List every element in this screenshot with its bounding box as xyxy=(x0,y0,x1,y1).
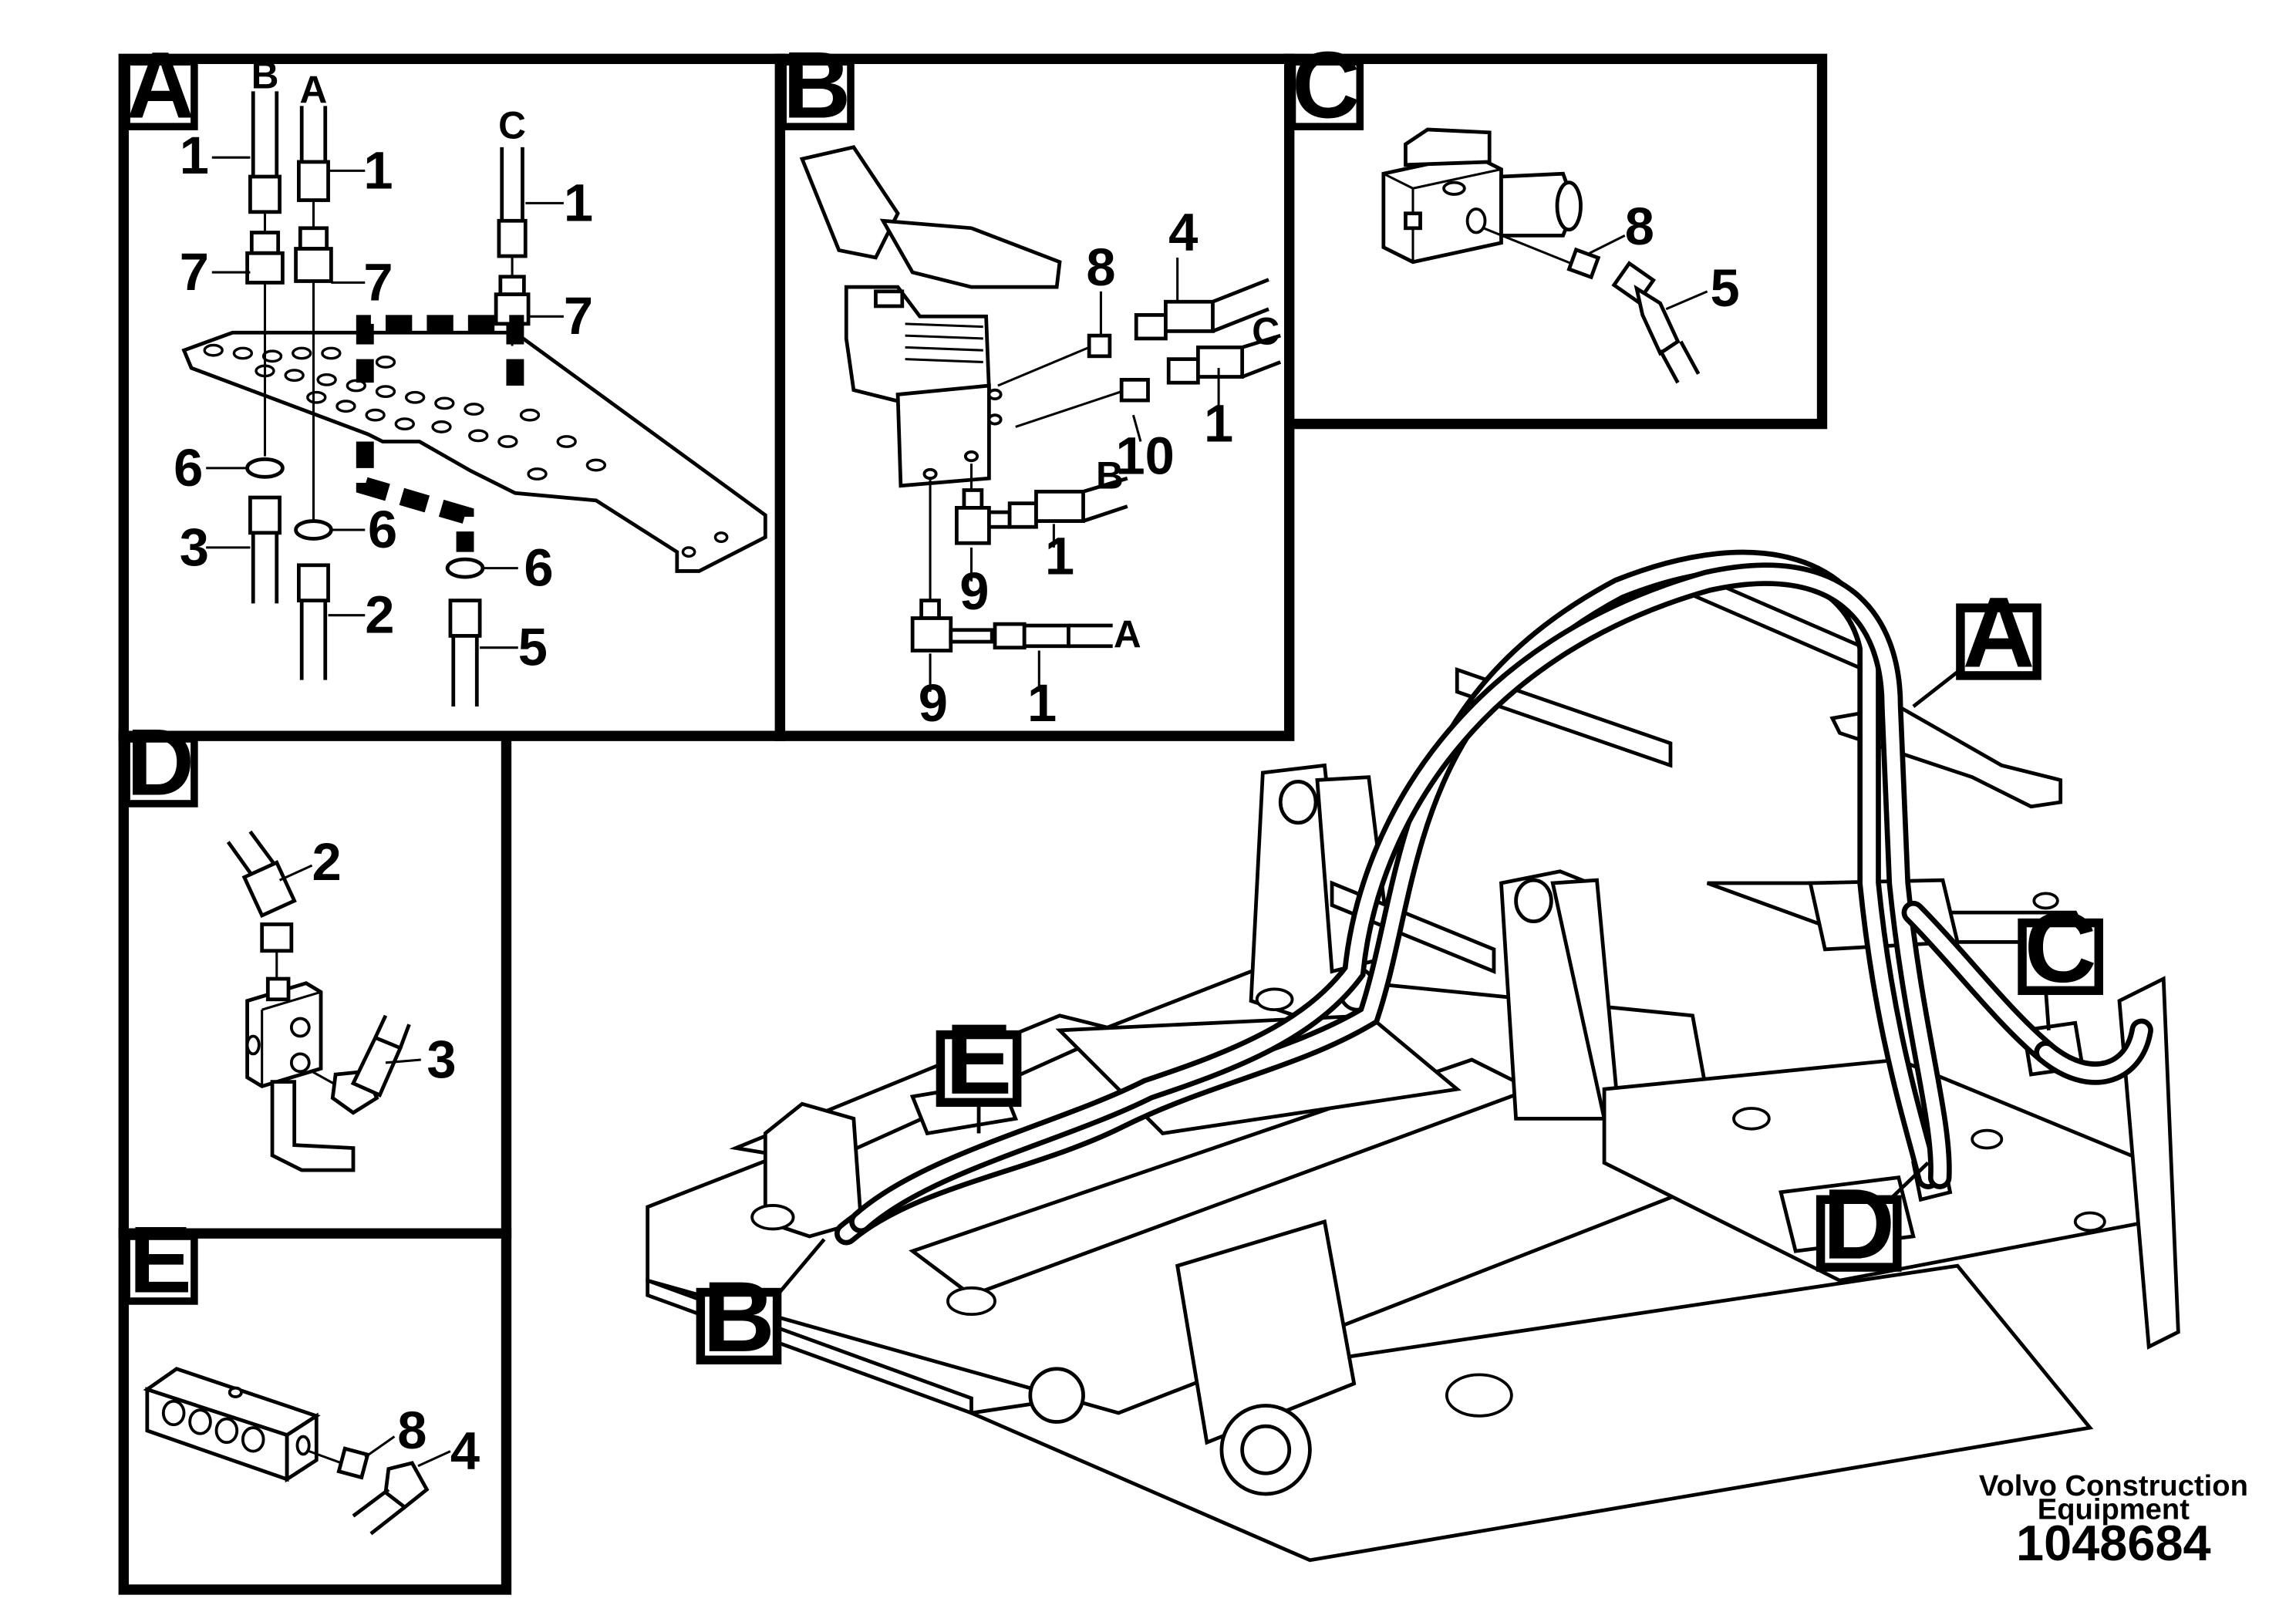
panel-a-num-6a: 6 xyxy=(174,438,203,497)
panel-e-num-4: 4 xyxy=(450,1421,480,1481)
boom-foot xyxy=(1175,1219,1357,1445)
panel-a-num-3: 3 xyxy=(180,518,209,577)
hose-b-upper xyxy=(245,91,285,457)
panel-c-hose-5 xyxy=(1566,247,1701,384)
panel-d-num-2: 2 xyxy=(312,832,342,892)
panel-d-leaders xyxy=(278,864,421,1064)
hose-2-lower xyxy=(294,519,333,680)
right-upright xyxy=(2117,976,2180,1350)
panel-b-num-1b: 1 xyxy=(1045,526,1074,585)
panel-d-hose-2 xyxy=(226,830,297,980)
panel-b: B xyxy=(774,32,1295,741)
pedal-pilot-valve xyxy=(799,145,1062,488)
panel-a-letter-c: C xyxy=(498,103,526,147)
panel-a-num-6c: 6 xyxy=(524,538,553,598)
panel-c-pipe xyxy=(1483,227,1576,266)
panel-b-num-4: 4 xyxy=(1168,202,1198,261)
distribution-block xyxy=(143,1367,321,1483)
panel-a-num-2: 2 xyxy=(365,585,394,645)
callout-a: A xyxy=(1912,577,2041,708)
panel-b-num-8: 8 xyxy=(1086,238,1115,297)
callout-e: E xyxy=(936,1004,1022,1134)
panel-b-num-10: 10 xyxy=(1115,426,1174,485)
hose-a-upper xyxy=(294,106,333,523)
hose-5-lower xyxy=(445,557,485,707)
callout-d: D xyxy=(1816,1161,1930,1280)
panel-a-letter-b: B xyxy=(251,54,279,97)
panel-c-frame xyxy=(1284,53,1828,430)
panel-e: E 8 4 xyxy=(118,1207,512,1595)
panel-b-num-1a: 1 xyxy=(1204,394,1233,454)
panel-d: D 2 3 xyxy=(118,710,512,1239)
panel-c-num-5: 5 xyxy=(1710,258,1739,318)
panel-b-tag: B xyxy=(783,32,851,138)
machine-overview: A B C D E xyxy=(646,549,2180,1563)
overview-frame-holes xyxy=(750,892,2106,1418)
panel-a-tag-box xyxy=(123,58,198,130)
panel-a: A xyxy=(118,32,786,741)
panel-b-hose-c xyxy=(1015,333,1282,428)
panel-b-num-1c: 1 xyxy=(1027,673,1057,733)
pilot-manifold-plate xyxy=(181,330,767,573)
panel-b-leaders xyxy=(929,257,1220,692)
svg-text:D: D xyxy=(1822,1169,1895,1280)
panel-a-num-6b: 6 xyxy=(368,500,397,559)
panel-d-frame xyxy=(118,730,512,1239)
panel-e-num-8: 8 xyxy=(397,1401,426,1460)
panel-d-tag-box xyxy=(123,735,198,808)
svg-text:B: B xyxy=(703,1262,775,1373)
panel-b-letter-c: C xyxy=(1252,310,1279,353)
panel-b-elbow-9-upper xyxy=(955,464,1128,545)
svg-text:C: C xyxy=(2025,892,2097,1003)
panel-d-tag: D xyxy=(126,710,194,815)
panel-d-num-3: 3 xyxy=(426,1030,456,1089)
panel-a-route-upper xyxy=(356,315,524,386)
panel-a-num-1a: 1 xyxy=(180,126,209,185)
panel-a-leaders xyxy=(206,156,564,649)
solenoid-valve xyxy=(1381,127,1583,265)
document-number: 1048684 xyxy=(2016,1515,2211,1571)
brand-line-1: Volvo Construction xyxy=(1979,1469,2248,1502)
brand-line-2: Equipment xyxy=(2038,1492,2190,1526)
panel-e-leaders xyxy=(364,1435,451,1468)
panel-b-letter-a: A xyxy=(1114,613,1141,656)
panel-c-num-8: 8 xyxy=(1625,197,1654,256)
callout-b: B xyxy=(696,1238,826,1373)
panel-c-tag: C xyxy=(1292,32,1360,138)
panel-a-num-1c: 1 xyxy=(564,173,593,232)
panel-e-tag: E xyxy=(129,1207,191,1313)
panel-d-hose-3 xyxy=(311,1014,411,1115)
panel-b-elbow-9-lower xyxy=(910,480,1113,653)
panel-b-letter-b: B xyxy=(1096,454,1124,497)
panel-b-num-9a: 9 xyxy=(959,561,989,621)
svg-text:E: E xyxy=(946,1004,1013,1115)
panel-a-num-5: 5 xyxy=(518,618,548,677)
shuttle-valve-bracket xyxy=(245,976,356,1172)
hose-3-lower xyxy=(245,457,285,604)
panel-a-letter-a: A xyxy=(300,69,328,112)
panel-b-hose-4 xyxy=(997,278,1269,387)
panel-c: C 8 5 xyxy=(1284,32,1828,430)
panel-a-route-lower xyxy=(356,441,474,552)
svg-text:A: A xyxy=(1963,577,2035,688)
panel-b-num-9b: 9 xyxy=(919,673,948,733)
overview-hose-bundle xyxy=(834,549,2153,1246)
panel-a-num-7b: 7 xyxy=(363,252,393,312)
panel-c-tag-box xyxy=(1288,58,1364,130)
panel-a-num-7a: 7 xyxy=(180,242,209,302)
panel-b-tag-box xyxy=(779,58,855,130)
callout-c: C xyxy=(2018,892,2104,1031)
panel-a-num-7c: 7 xyxy=(564,286,593,346)
footer: Volvo Construction Equipment 1048684 xyxy=(1979,1469,2248,1571)
panel-a-tag: A xyxy=(126,32,194,138)
panel-e-hose-4 xyxy=(308,1446,430,1536)
panel-e-tag-box xyxy=(123,1233,198,1305)
panel-b-frame xyxy=(774,53,1295,741)
panel-a-num-1b: 1 xyxy=(363,140,393,200)
panel-c-leaders xyxy=(1589,234,1708,311)
